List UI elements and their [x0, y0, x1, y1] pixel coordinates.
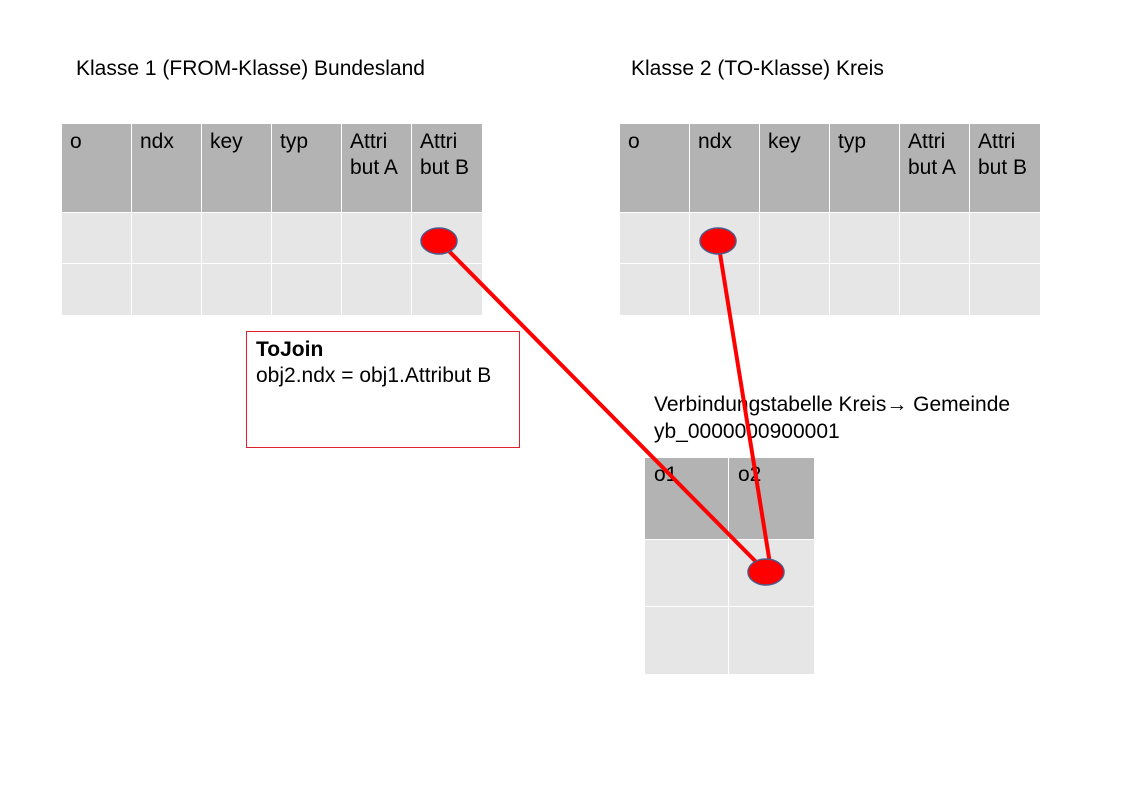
from-class-table: o ndx key typ Attri but A Attri but B	[62, 124, 482, 315]
table-cell	[690, 213, 760, 264]
table-cell	[690, 264, 760, 315]
table-cell	[272, 264, 342, 315]
to-col-o: o	[620, 124, 690, 213]
table-cell	[62, 213, 132, 264]
table-cell	[412, 264, 482, 315]
table-cell	[830, 264, 900, 315]
from-col-typ: typ	[272, 124, 342, 213]
join-condition-box: ToJoin obj2.ndx = obj1.Attribut B	[246, 331, 520, 448]
table-row	[620, 264, 1040, 315]
join-title: ToJoin	[256, 338, 324, 361]
to-class-title: Klasse 2 (TO-Klasse) Kreis	[631, 57, 884, 80]
table-cell	[620, 264, 690, 315]
table-cell	[970, 213, 1040, 264]
join-expression: obj2.ndx = obj1.Attribut B	[256, 364, 492, 387]
table-cell	[342, 213, 412, 264]
table-cell	[132, 213, 202, 264]
table-cell	[900, 264, 970, 315]
table-cell	[760, 213, 830, 264]
table-cell	[900, 213, 970, 264]
table-cell	[760, 264, 830, 315]
table-cell	[729, 540, 814, 607]
conn-col-o1: o1	[645, 458, 729, 540]
to-col-key: key	[760, 124, 830, 213]
table-cell	[412, 213, 482, 264]
connection-table: o1 o2	[645, 458, 814, 674]
table-cell	[132, 264, 202, 315]
from-class-title: Klasse 1 (FROM-Klasse) Bundesland	[76, 57, 425, 80]
table-cell	[202, 213, 272, 264]
from-col-attribut-a: Attri but A	[342, 124, 412, 213]
table-cell	[970, 264, 1040, 315]
table-row	[645, 607, 814, 674]
table-row	[62, 264, 482, 315]
table-cell	[645, 540, 729, 607]
table-cell	[342, 264, 412, 315]
from-col-key: key	[202, 124, 272, 213]
to-col-ndx: ndx	[690, 124, 760, 213]
table-cell	[830, 213, 900, 264]
table-cell	[645, 607, 729, 674]
from-col-attribut-b: Attri but B	[412, 124, 482, 213]
table-cell	[272, 213, 342, 264]
from-col-o: o	[62, 124, 132, 213]
from-col-ndx: ndx	[132, 124, 202, 213]
table-cell	[202, 264, 272, 315]
table-row	[62, 213, 482, 264]
table-cell	[729, 607, 814, 674]
table-row	[645, 540, 814, 607]
table-cell	[62, 264, 132, 315]
connection-table-title: Verbindungstabelle Kreis→ Gemeinde yb_00…	[654, 391, 1010, 445]
to-col-attribut-a: Attri but A	[900, 124, 970, 213]
connection-table-title-line1: Verbindungstabelle Kreis→ Gemeinde	[654, 393, 1011, 416]
to-col-typ: typ	[830, 124, 900, 213]
conn-col-o2: o2	[729, 458, 814, 540]
to-col-attribut-b: Attri but B	[970, 124, 1040, 213]
table-cell	[620, 213, 690, 264]
connection-table-name: yb_0000000900001	[654, 420, 840, 443]
to-class-table: o ndx key typ Attri but A Attri but B	[620, 124, 1040, 315]
table-row	[620, 213, 1040, 264]
